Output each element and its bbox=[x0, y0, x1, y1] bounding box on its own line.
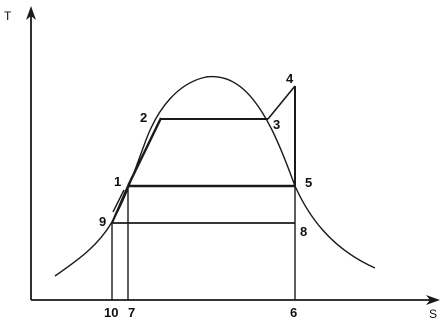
x-tick-labels: 10 7 6 bbox=[104, 305, 297, 320]
tick-label-7: 7 bbox=[128, 305, 135, 320]
x-axis-arrow-icon bbox=[426, 295, 440, 305]
y-axis-label: T bbox=[4, 9, 12, 23]
line-3-4 bbox=[267, 85, 296, 120]
tick-label-6: 6 bbox=[290, 305, 297, 320]
y-axis-arrow-icon bbox=[26, 6, 36, 20]
tick-label-10: 10 bbox=[104, 305, 118, 320]
line-9-1 bbox=[110, 185, 130, 224]
point-label-9: 9 bbox=[99, 214, 106, 229]
axes: T S bbox=[4, 6, 440, 320]
line-1-2 bbox=[126, 117, 163, 187]
x-axis-label: S bbox=[429, 307, 437, 320]
saturation-dome bbox=[54, 75, 376, 277]
cycle-lines bbox=[110, 85, 296, 224]
point-label-8: 8 bbox=[300, 224, 307, 239]
point-label-2: 2 bbox=[140, 110, 147, 125]
point-label-1: 1 bbox=[114, 174, 121, 189]
vertical-guides bbox=[111, 186, 296, 300]
line-1-9-branch bbox=[112, 189, 125, 213]
point-label-4: 4 bbox=[286, 71, 294, 86]
state-labels: 1 2 3 4 5 8 9 bbox=[99, 71, 312, 239]
point-label-5: 5 bbox=[305, 175, 312, 190]
point-label-3: 3 bbox=[273, 117, 280, 132]
